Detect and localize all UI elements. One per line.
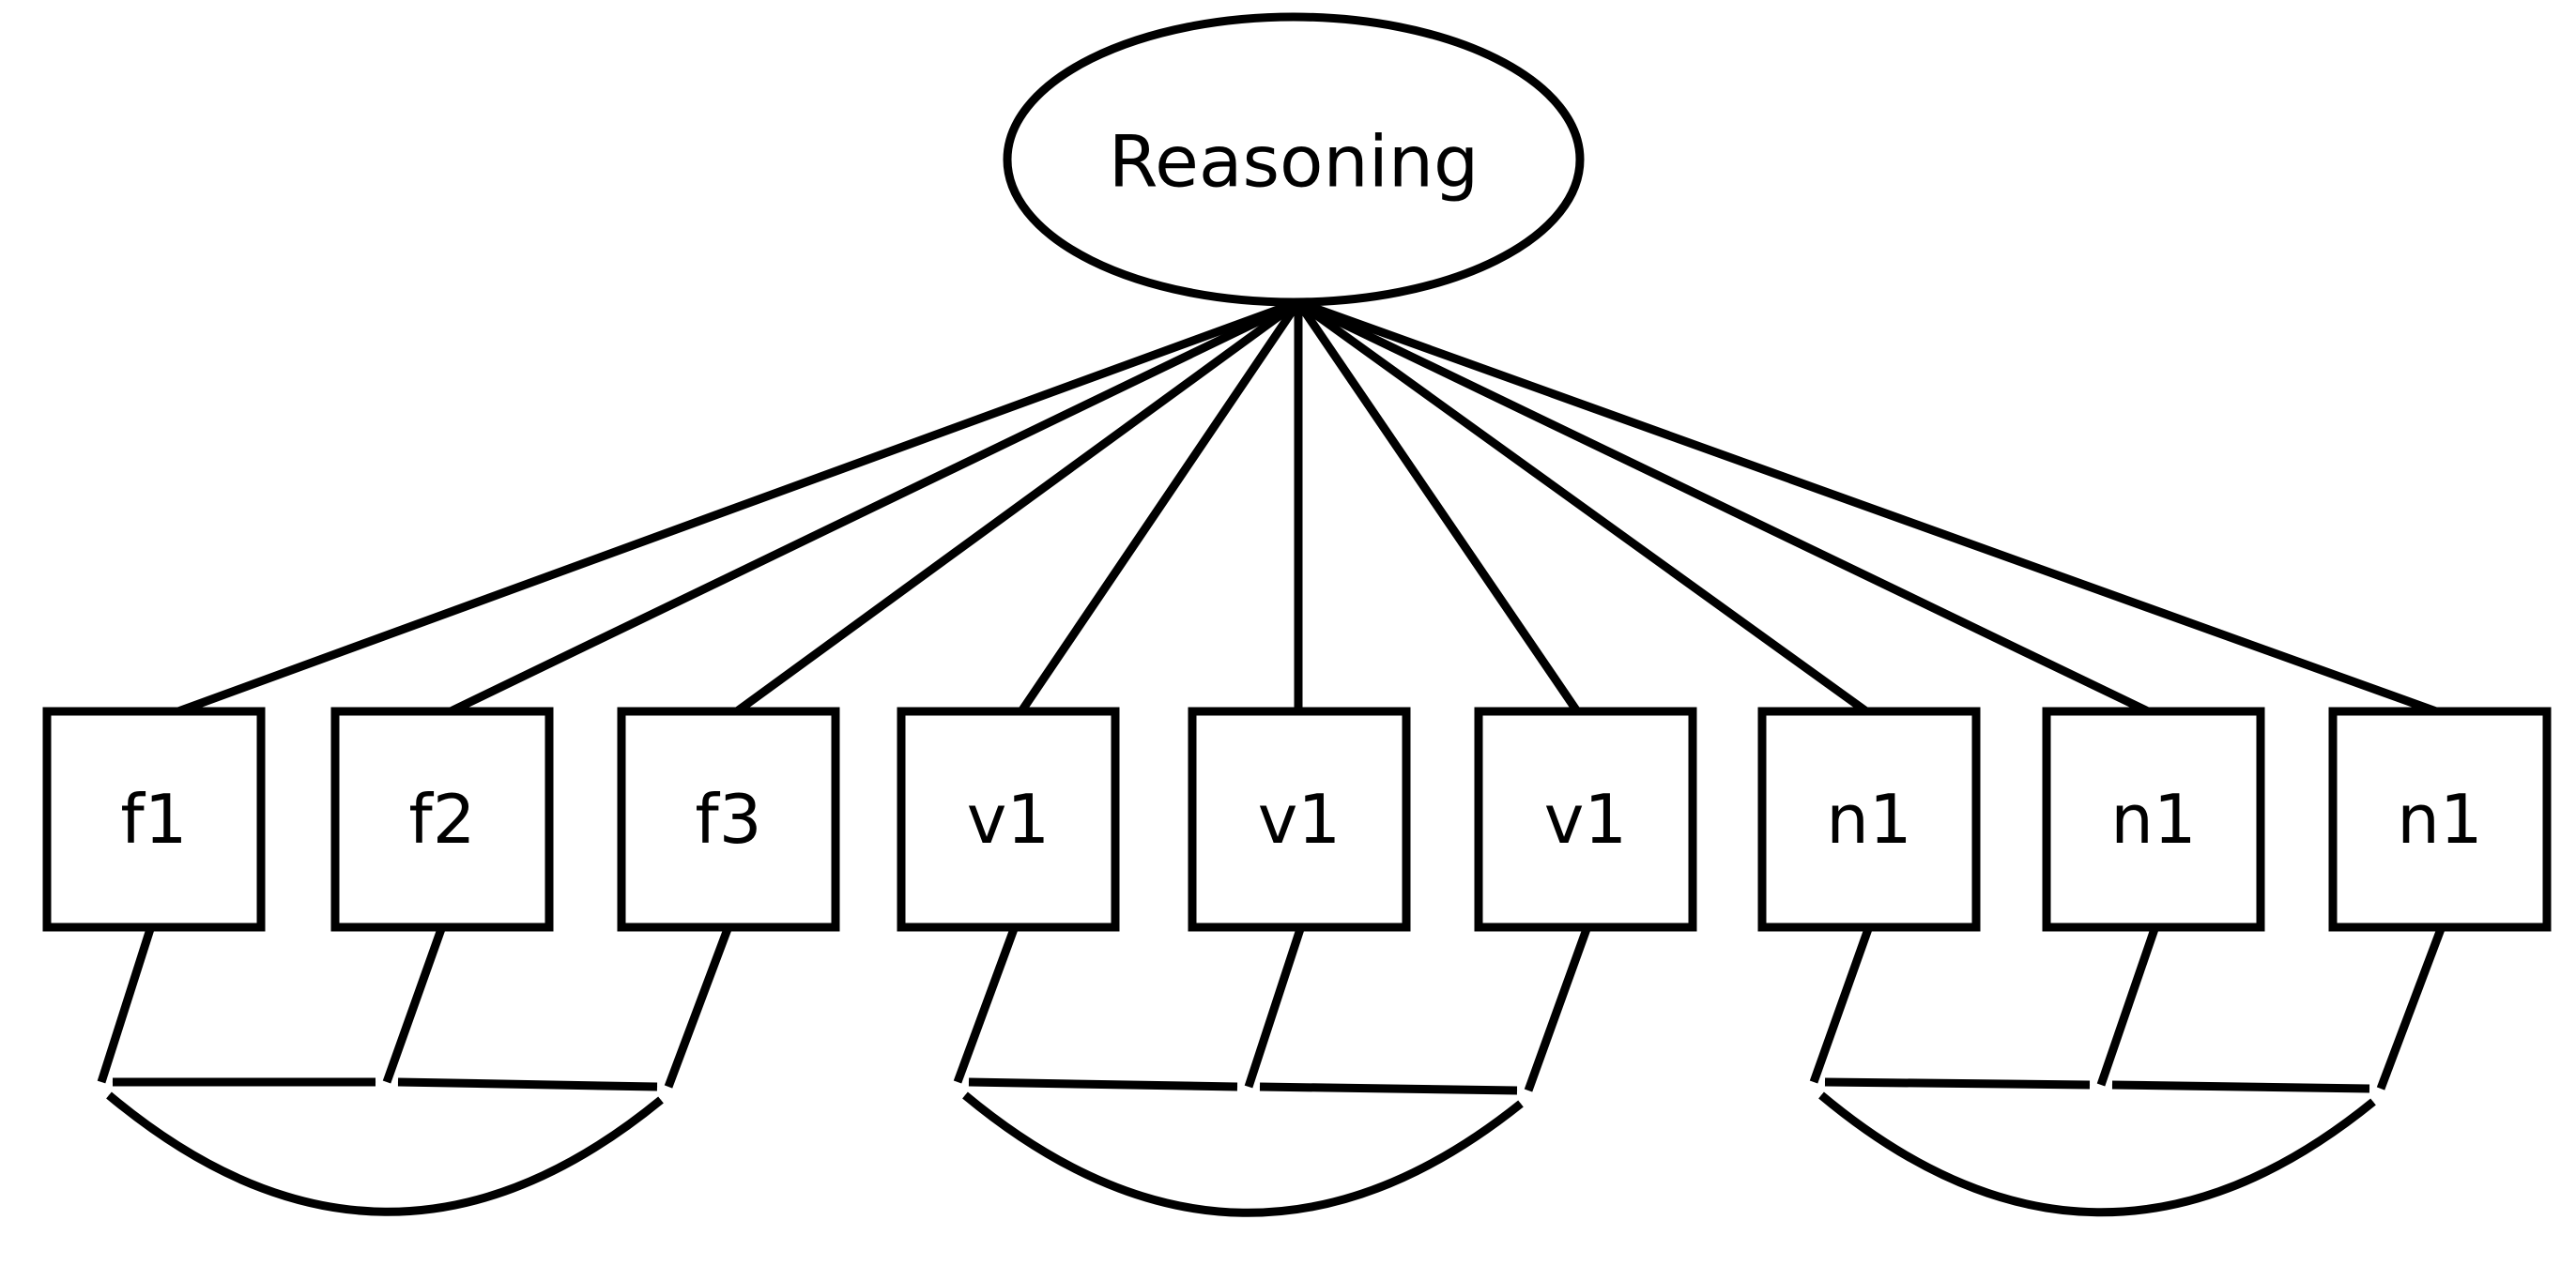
- indicator-box: [1474, 707, 1697, 932]
- error-arrow-2: [664, 927, 732, 1089]
- covariance-arrow: [1259, 1082, 1518, 1095]
- indicator-box: [2042, 707, 2265, 932]
- loading-arrow-5: [1295, 299, 1581, 714]
- indicator-box: [330, 707, 554, 932]
- indicator-label: v1: [1258, 780, 1341, 859]
- indicator-boxes: f1 f2 f3 v1 v1 v1 n1 n1 n1: [42, 707, 2552, 932]
- indicator-5: v1: [1474, 707, 1697, 932]
- indicator-3: v1: [897, 707, 1120, 932]
- covariance-curve: [1818, 1091, 2376, 1217]
- loading-arrow-3: [1018, 299, 1302, 714]
- indicator-2: f3: [617, 707, 840, 932]
- indicator-label: f2: [408, 780, 475, 859]
- loading-arrow-7: [1296, 297, 2150, 716]
- error-arrow-6: [1809, 927, 1873, 1084]
- latent-reasoning: Reasoning: [1003, 12, 1585, 307]
- loading-arrow-0: [176, 297, 1300, 716]
- error-arrow-1: [382, 927, 446, 1084]
- loading-arrow-2: [734, 298, 1301, 715]
- error-terms: [97, 927, 2446, 1092]
- indicator-label: n1: [1826, 780, 1911, 859]
- error-arrow-3: [953, 927, 1019, 1084]
- error-arrow-5: [1524, 927, 1591, 1092]
- indicator-label: v1: [967, 780, 1050, 859]
- indicator-box: [897, 707, 1120, 932]
- error-arrow-0: [97, 927, 155, 1084]
- error-arrow-8: [2376, 927, 2446, 1091]
- factor-loadings: [176, 297, 2438, 716]
- indicator-label: n1: [2397, 780, 2482, 859]
- indicator-box: [2328, 707, 2552, 932]
- loading-arrow-6: [1296, 298, 1869, 715]
- indicator-label: v1: [1544, 780, 1627, 859]
- loading-arrow-1: [449, 297, 1300, 716]
- covariance-curve: [106, 1091, 664, 1216]
- indicator-1: f2: [330, 707, 554, 932]
- covariance-arrow: [1824, 1077, 2091, 1090]
- indicator-box: [1188, 707, 1411, 932]
- latent-label: Reasoning: [1109, 120, 1480, 204]
- covariance-curve: [962, 1091, 1524, 1217]
- indicator-box: [617, 707, 840, 932]
- error-arrow-4: [1244, 927, 1305, 1089]
- indicator-6: n1: [1757, 707, 1981, 932]
- latent-ellipse: [1003, 12, 1585, 307]
- covariance-arrow: [968, 1077, 1238, 1091]
- indicator-box: [42, 707, 266, 932]
- indicator-7: n1: [2042, 707, 2265, 932]
- indicator-4: v1: [1188, 707, 1411, 932]
- indicator-label: f3: [695, 780, 761, 859]
- error-arrow-7: [2096, 927, 2159, 1087]
- covariance-arrow: [2111, 1080, 2370, 1093]
- covariance-arrow: [397, 1077, 658, 1091]
- error-covariances: [106, 1077, 2376, 1217]
- indicator-label: n1: [2110, 780, 2196, 859]
- loading-arrow-8: [1296, 297, 2438, 716]
- indicator-0: f1: [42, 707, 266, 932]
- indicator-box: [1757, 707, 1981, 932]
- indicator-label: f1: [120, 780, 187, 859]
- indicator-8: n1: [2328, 707, 2552, 932]
